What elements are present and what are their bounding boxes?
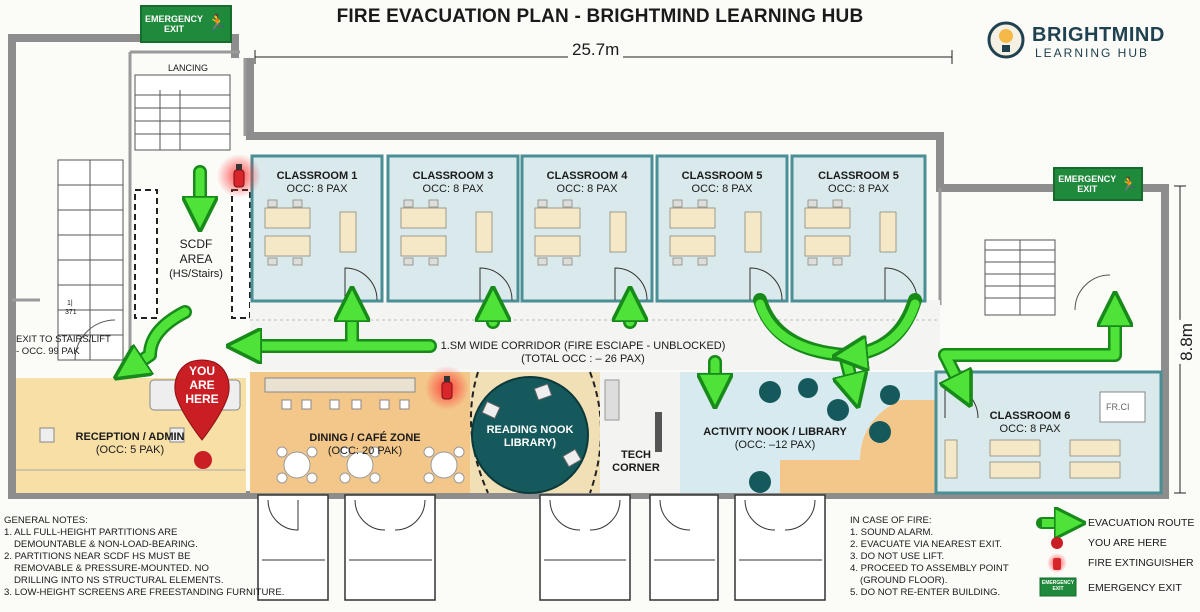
classroom-6-desks (944, 439, 1121, 479)
logo-bulb-icon (987, 21, 1025, 59)
logo-line1: BRIGHTMIND (1032, 24, 1165, 46)
page-title: FIRE EVACUATION PLAN - BRIGHTMIND LEARNI… (336, 6, 864, 27)
legend-emergency-exit-label: EMERGENCY EXIT (1088, 582, 1182, 594)
fire-extinguisher-icon (217, 154, 261, 198)
general-notes-heading: GENERAL NOTES: (4, 515, 88, 526)
dining-label: DINING / CAFÉ ZONE (OCC: 20 PAK) (309, 432, 421, 457)
stairs-tag-2: 371 (65, 309, 77, 316)
emergency-exit-sign-top: EMERGENCY EXIT 🏃 (140, 5, 232, 43)
scdf-partitions (134, 189, 251, 319)
classroom-4-label: CLASSROOM 4 OCC: 8 PAX (546, 170, 628, 195)
tech-corner-label: TECH CORNER (612, 449, 660, 474)
in-case-of-fire-line: 5. DO NOT RE-ENTER BUILDING. (850, 587, 1001, 598)
dining-counter (264, 377, 416, 393)
fire-extinguisher-icon (425, 366, 469, 410)
emergency-exit-sign-text: EMERGENCY EXIT (1058, 174, 1117, 194)
emergency-exit-sign-text: EMERGENCY EXIT (145, 14, 204, 34)
legend-evacuation-route-label: EVACUATION ROUTE (1088, 517, 1195, 529)
emergency-exit-sign-right: EMERGENCY EXIT 🏃 (1053, 167, 1143, 201)
in-case-of-fire-line: 4. PROCEED TO ASSEMBLY POINT (850, 563, 1009, 574)
activity-nook-area (680, 372, 935, 493)
classroom-1-label: CLASSROOM 1 OCC: 8 PAX (276, 170, 358, 195)
legend-fire-extinguisher-icon (1047, 553, 1067, 573)
in-case-of-fire-line: 1. SOUND ALARM. (850, 527, 934, 538)
classrooms (250, 154, 927, 303)
dimension-width-label: 25.7m (568, 40, 624, 60)
in-case-of-fire-line: 2. EVACUATE VIA NEAREST EXIT. (850, 539, 1002, 550)
reception-label: RECEPTION / ADMIN (OCC: 5 PAK) (75, 431, 185, 456)
evacuation-routes (125, 165, 1115, 395)
running-man-icon: 🏃 (207, 15, 227, 32)
landing-label: LANCING (168, 63, 209, 73)
legend-you-are-here-label: YOU ARE HERE (1088, 537, 1167, 549)
general-notes: GENERAL NOTES: 1. ALL FULL-HEIGHT PARTIT… (4, 515, 284, 599)
general-notes-line: 3. LOW-HEIGHT SCREENS ARE FREESTANDING F… (4, 587, 285, 598)
activity-nook-label: ACTIVITY NOOK / LIBRARY (OCC: –12 PAX) (703, 426, 847, 451)
classroom-3-label: CLASSROOM 3 OCC: 8 PAX (412, 170, 494, 195)
general-notes-line: 2. PARTITIONS NEAR SCDF HS MUST BE (4, 551, 191, 562)
running-man-icon: 🏃 (1120, 176, 1138, 192)
legend-emergency-exit-sign-icon (1039, 577, 1077, 597)
activity-beanbags (749, 378, 900, 493)
bottom-exit-doors (257, 494, 826, 601)
dimension-height-label: 8.8m (1176, 320, 1197, 364)
dining-stools (281, 399, 410, 410)
outer-walls (8, 34, 1169, 499)
legend-fire-extinguisher-label: FIRE EXTINGUISHER (1088, 557, 1194, 569)
stairwell-left (57, 74, 231, 361)
you-are-here-marker (174, 359, 230, 469)
in-case-of-fire-line: 3. DO NOT USE LIFT. (850, 551, 945, 562)
classroom-6-label: CLASSROOM 6 OCC: 8 PAX (989, 410, 1071, 435)
corridor-label: 1.SM WIDE CORRIDOR (FIRE ESCIAPE - UNBLO… (440, 340, 726, 365)
classroom-5b-label: CLASSROOM 5 OCC: 8 PAX (818, 170, 899, 195)
inner-walls (12, 50, 942, 362)
scdf-area-label: SCDF AREA (HS/Stairs) (169, 237, 223, 280)
stairs-tag-1: 1| (67, 300, 73, 307)
general-notes-line: REMOVABLE & PRESSURE-MOUNTED. NO (14, 563, 209, 574)
classroom-desks (264, 199, 897, 266)
reading-nook (471, 376, 589, 494)
you-are-here-label: YOU ARE HERE (185, 364, 219, 406)
reading-nook-label: READING NOOK LIBRARY) (486, 424, 574, 449)
legend-exit-sign-text: EMERGENCY EXIT (1041, 580, 1075, 592)
legend-red-dot-icon (1051, 537, 1063, 549)
general-notes-line: DRILLING INTO NS STRUCTURAL ELEMENTS. (14, 575, 224, 586)
in-case-of-fire-line: (GROUND FLOOR). (860, 575, 948, 586)
fire-panel-label: FR.CI (1106, 402, 1130, 412)
reading-nook-books (481, 383, 582, 468)
general-notes-line: DEMOUNTABLE & NON-LOAD-BEARING. (14, 539, 198, 550)
general-notes-line: 1. ALL FULL-HEIGHT PARTITIONS ARE (4, 527, 178, 538)
logo-line2: LEARNING HUB (1035, 46, 1150, 60)
dining-tables (276, 446, 465, 484)
in-case-of-fire: IN CASE OF FIRE: 1. SOUND ALARM. 2. EVAC… (850, 515, 1009, 599)
exit-to-stairs-label: EXIT TO STAIRS/LIFT - OCC. 99 PAK (16, 334, 111, 357)
in-case-of-fire-heading: IN CASE OF FIRE: (850, 515, 932, 526)
stairwell-right (984, 239, 1111, 316)
classroom-5a-label: CLASSROOM 5 OCC: 8 PAX (681, 170, 763, 195)
